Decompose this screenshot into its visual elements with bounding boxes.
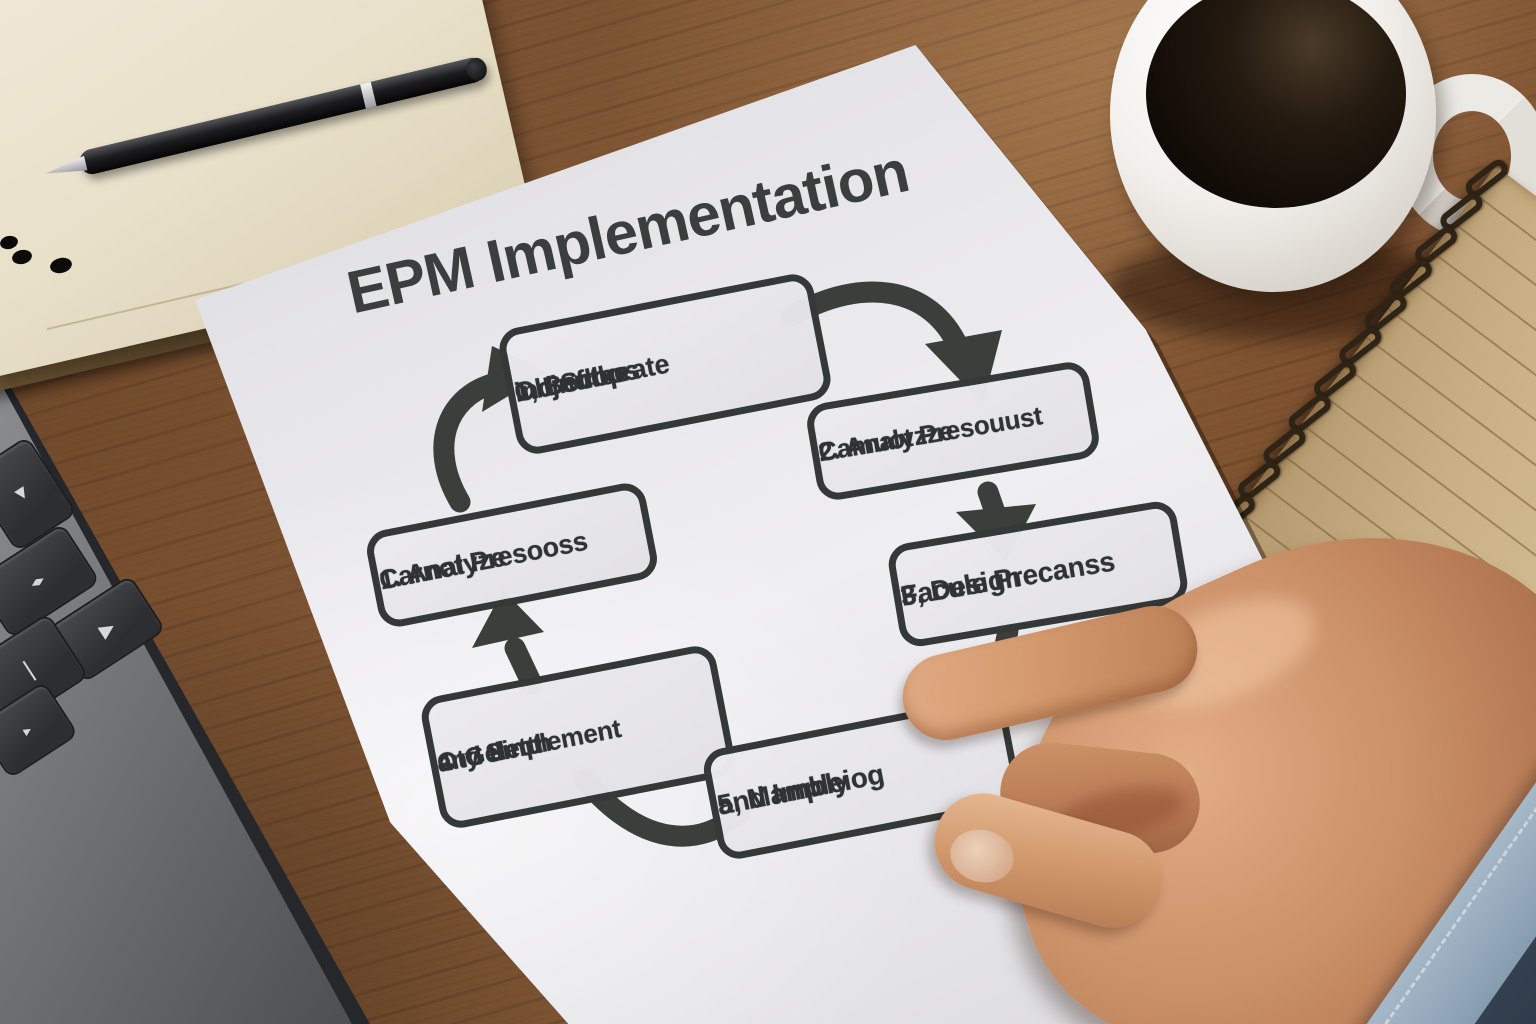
arrow-left-step-to-step1 — [433, 373, 503, 513]
step-line: Carnot Presooss — [376, 525, 591, 596]
step-line: Camuot Presouust — [816, 400, 1045, 468]
arrow-step1-to-step2 — [781, 281, 969, 357]
step-line: Oty Sirtth — [434, 726, 554, 779]
step-line: Facule Precanss — [898, 545, 1117, 613]
arrowhead-into-left-step — [472, 590, 544, 648]
coffee-surface — [1146, 0, 1406, 208]
step-line: ind Scops — [511, 354, 642, 408]
step-line: and Impleiog — [714, 758, 887, 822]
